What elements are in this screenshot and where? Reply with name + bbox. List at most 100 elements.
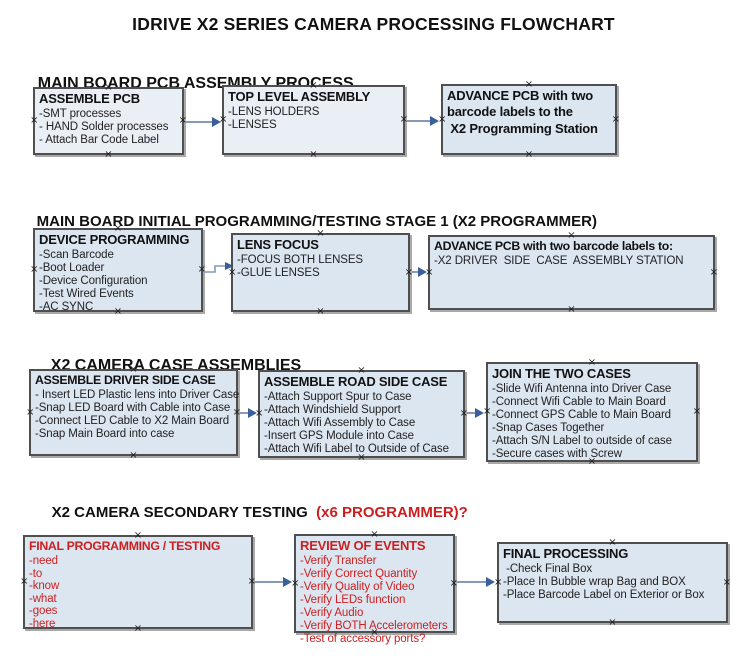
flow-box-join-the-two-cases: JOIN THE TWO CASES -Slide Wifi Antenna i… — [483, 358, 701, 467]
box-item: -Attach Wifi Label to Outside of Case — [264, 443, 449, 456]
box-item: -Place Barcode Label on Exterior or Box — [503, 589, 705, 602]
arrow-line — [407, 120, 431, 122]
arrow-line — [186, 121, 213, 123]
flow-box-review-of-events: REVIEW OF EVENTS -Verify Transfer-Verify… — [291, 530, 458, 646]
box-item: -SMT processes — [39, 108, 122, 121]
box-item: - Insert LED Plastic lens into Driver Ca… — [35, 389, 240, 402]
arrow-line — [255, 581, 284, 583]
box-item: -Verify LEDs function — [300, 594, 406, 607]
arrow-head — [248, 408, 257, 418]
section-heading-text: MAIN BOARD INITIAL PROGRAMMING/TESTING S… — [36, 213, 597, 230]
box-items: -X2 DRIVER SIDE CASE ASSEMBLY STATION — [434, 255, 709, 268]
box-title: JOIN THE TWO CASES — [492, 366, 631, 381]
box-items: -LENS HOLDERS-LENSES — [228, 106, 399, 132]
flow-box-assemble-road-side-case: ASSEMBLE ROAD SIDE CASE -Attach Support … — [255, 366, 468, 463]
box-item: -Snap Cases Together — [492, 422, 605, 435]
box-item: -goes — [29, 605, 58, 618]
section-heading-text: X2 CAMERA SECONDARY TESTING — [51, 504, 317, 521]
box-item: - Attach Bar Code Label — [39, 134, 159, 147]
flow-box-top-level-assembly: TOP LEVEL ASSEMBLY -LENS HOLDERS-LENSES … — [219, 81, 408, 160]
flow-arrow-icon — [186, 117, 221, 127]
arrow-line — [412, 271, 419, 273]
arrow-head — [283, 577, 292, 587]
flow-arrow-icon — [255, 577, 292, 587]
connection-point-icon: × — [30, 115, 39, 126]
box-item: -Attach S/N Label to outside of case — [492, 435, 672, 448]
connection-point-icon: × — [611, 113, 620, 125]
connection-point-icon: × — [438, 113, 447, 125]
connection-point-icon: × — [26, 406, 35, 418]
connection-point-icon: × — [692, 406, 701, 417]
box-item: -know — [29, 580, 60, 593]
box-item: -Verify BOTH Accelerometers — [300, 620, 448, 633]
box-items: -Slide Wifi Antenna into Driver Case-Con… — [492, 383, 692, 461]
box-title: LENS FOCUS — [237, 237, 319, 252]
arrow-head — [430, 116, 439, 126]
box-item: -X2 DRIVER SIDE CASE ASSEMBLY STATION — [434, 255, 684, 268]
connection-point-icon: × — [608, 617, 617, 628]
arrow-line — [457, 581, 487, 583]
connection-point-icon: × — [722, 576, 731, 588]
box-items: -Scan Barcode-Boot Loader-Device Configu… — [39, 249, 197, 314]
arrow-head — [486, 577, 495, 587]
box-items: -Attach Support Spur to Case-Attach Wind… — [264, 391, 459, 456]
connection-point-icon: × — [483, 406, 492, 417]
connection-point-icon: × — [524, 149, 534, 160]
box-item: -Verify Correct Quantity — [300, 568, 418, 581]
box-item: -Connect Wifi Cable to Main Board — [492, 396, 666, 409]
box-item: -Test of accessory ports? — [300, 633, 426, 646]
box-item: -LENS HOLDERS — [228, 106, 320, 119]
box-items: -need-to-know-what-goes-here — [29, 555, 247, 630]
connection-point-icon: × — [316, 306, 325, 317]
section-heading-secondary-testing: X2 CAMERA SECONDARY TESTING (x6 PROGRAMM… — [35, 487, 468, 538]
flow-arrow-icon — [467, 408, 484, 418]
connection-point-icon: × — [309, 149, 318, 160]
box-item: -Attach Windshield Support — [264, 404, 401, 417]
box-item: -Snap Main Board into case — [35, 428, 175, 441]
arrow-line — [467, 412, 476, 414]
box-title: FINAL PROGRAMMING / TESTING — [29, 539, 221, 553]
box-item: -Place In Bubble wrap Bag and BOX — [503, 576, 686, 589]
box-title: ASSEMBLE ROAD SIDE CASE — [264, 374, 448, 389]
flow-box-final-processing: FINAL PROCESSING -Check Final Box-Place … — [494, 538, 731, 628]
box-title: ASSEMBLE DRIVER SIDE CASE — [35, 373, 216, 387]
flow-elbow-arrow-icon — [204, 262, 234, 273]
box-item: -what — [29, 592, 57, 605]
box-item: -Scan Barcode — [39, 249, 114, 262]
box-item: -Boot Loader — [39, 262, 105, 275]
arrow-line — [240, 412, 249, 414]
flow-box-lens-focus: LENS FOCUS -FOCUS BOTH LENSES-GLUE LENSE… — [228, 229, 413, 317]
box-title: REVIEW OF EVENTS — [300, 538, 426, 553]
connection-point-icon: × — [567, 304, 576, 315]
box-item: -here — [29, 617, 56, 630]
box-item: -Verify Audio — [300, 607, 364, 620]
box-items: - Insert LED Plastic lens into Driver Ca… — [35, 389, 240, 441]
box-item: -to — [29, 567, 43, 580]
box-item: -LENSES — [228, 119, 277, 132]
flow-arrow-icon — [412, 267, 427, 277]
connection-point-icon: × — [709, 266, 718, 278]
connection-point-icon: × — [291, 577, 300, 589]
connection-point-icon: × — [104, 149, 113, 160]
connection-point-icon: × — [494, 576, 503, 588]
box-item: -GLUE LENSES — [237, 267, 320, 280]
flow-arrow-icon — [240, 408, 257, 418]
flow-arrow-icon — [457, 577, 495, 587]
flow-box-advance-pcb-programming-station: ADVANCE PCB with two barcode labels to t… — [438, 80, 620, 160]
box-item: -Connect LED Cable to X2 Main Board — [35, 415, 230, 428]
box-item: -Insert GPS Module into Case — [264, 430, 414, 443]
box-item: -Attach Wifi Assembly to Case — [264, 417, 416, 430]
box-item: -Attach Support Spur to Case — [264, 391, 412, 404]
flow-box-assemble-driver-side-case: ASSEMBLE DRIVER SIDE CASE - Insert LED P… — [26, 365, 241, 461]
box-item: -Slide Wifi Antenna into Driver Case — [492, 383, 672, 396]
section-heading-red-text: (x6 PROGRAMMER)? — [316, 504, 468, 521]
flow-arrow-icon — [407, 116, 439, 126]
box-item: -Check Final Box — [503, 563, 593, 576]
box-item: -need — [29, 555, 58, 568]
flow-box-device-programming: DEVICE PROGRAMMING -Scan Barcode-Boot Lo… — [30, 224, 206, 317]
box-item: -Device Configuration — [39, 275, 148, 288]
connection-point-icon: × — [20, 576, 29, 587]
box-item: -Test Wired Events — [39, 288, 134, 301]
box-items: -FOCUS BOTH LENSES-GLUE LENSES — [237, 254, 404, 280]
